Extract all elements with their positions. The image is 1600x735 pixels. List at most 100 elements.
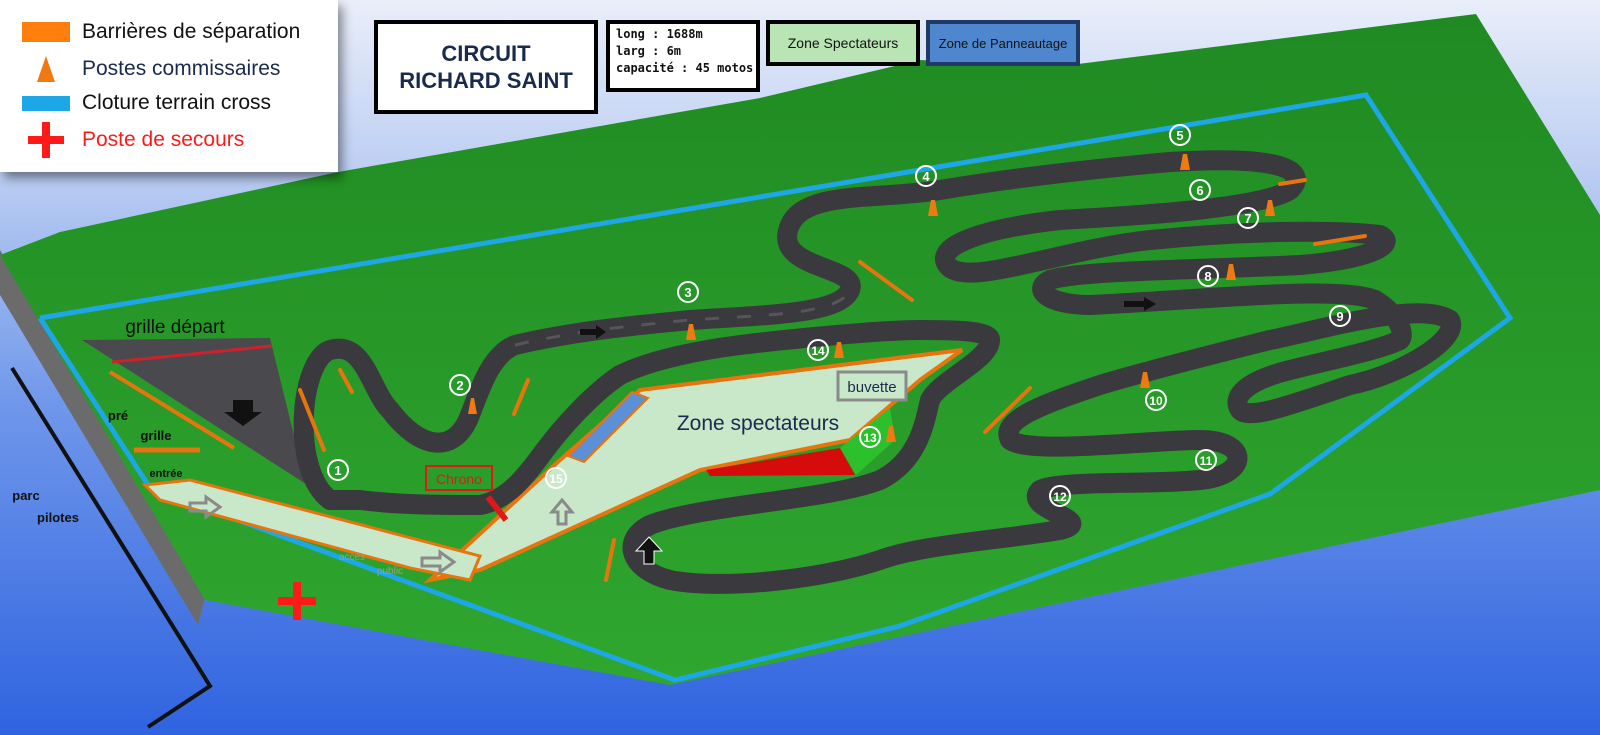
legend-label: Postes commissaires — [82, 57, 281, 80]
legend-item-fence: Cloture terrain cross — [22, 91, 271, 115]
zone-spectateurs-label: Zone spectateurs — [677, 412, 839, 435]
turn-marker: 12 — [1049, 485, 1071, 507]
marshal-post-icon — [468, 398, 477, 414]
turn-marker: 10 — [1145, 389, 1167, 411]
legend-label: Cloture terrain cross — [82, 91, 272, 114]
spec-width: larg : 6m — [616, 44, 682, 58]
marshal-post-icon — [686, 324, 696, 340]
svg-text:8: 8 — [1204, 269, 1211, 284]
start-grid — [82, 338, 306, 484]
circuit-title-line1: CIRCUIT — [441, 41, 531, 66]
arrow-up-icon — [548, 497, 576, 526]
turn-marker: 15 — [545, 467, 567, 489]
zone-panneautage-legend-label: Zone de Panneautage — [938, 35, 1068, 51]
public-label: public — [377, 566, 403, 577]
buvette-label: buvette — [847, 379, 896, 396]
turn-marker: 3 — [677, 281, 699, 303]
arrow-up-icon — [634, 536, 664, 565]
legend-item-marshal-posts: Postes commissaires — [22, 56, 280, 82]
acces-label: accès — [339, 552, 365, 563]
cone-icon — [22, 56, 70, 82]
legend-item-barriers: Barrières de séparation — [22, 20, 300, 44]
pre-label: pré — [108, 408, 128, 423]
grille-depart-label: grille départ — [125, 317, 225, 338]
zone-spectateurs-legend: Zone Spectateurs — [766, 20, 920, 66]
track-main — [293, 150, 1461, 594]
zone-panneautage-legend: Zone de Panneautage — [926, 20, 1080, 66]
spec-capacity: capacité : 45 motos — [616, 61, 754, 75]
svg-text:1: 1 — [334, 463, 341, 478]
legend-label: Barrières de séparation — [82, 20, 301, 43]
buvette-box — [836, 370, 908, 402]
barriers — [298, 178, 1367, 582]
grandstand-red — [706, 448, 855, 476]
marshal-posts — [468, 154, 1275, 442]
arrow-right-icon — [420, 549, 457, 575]
arrow-down-icon — [224, 400, 262, 426]
svg-text:2: 2 — [456, 378, 463, 393]
turn-marker: 1 — [327, 459, 349, 481]
grille-label: grille — [140, 428, 171, 443]
svg-text:9: 9 — [1336, 309, 1343, 324]
first-aid-cross-icon — [278, 582, 316, 620]
turn-marker: 8 — [1197, 265, 1219, 287]
arrow-right-icon — [188, 494, 223, 520]
turn-marker: 11 — [1195, 449, 1217, 471]
parc-pilotes-boundary — [10, 366, 213, 729]
svg-text:7: 7 — [1244, 211, 1251, 226]
grandstand-green — [840, 408, 895, 475]
barrier-swatch — [22, 22, 70, 42]
turn-marker: 7 — [1237, 207, 1259, 229]
turn-marker: 4 — [915, 165, 937, 187]
svg-text:13: 13 — [863, 431, 877, 445]
marshal-post-icon — [886, 426, 896, 442]
turn-marker: 6 — [1189, 179, 1211, 201]
turn-marker: 2 — [449, 374, 471, 396]
legend-panel: Barrières de séparation Postes commissai… — [0, 0, 338, 172]
marshal-post-icon — [1140, 372, 1150, 388]
svg-text:15: 15 — [549, 472, 563, 486]
pilotes-label: pilotes — [37, 510, 79, 525]
zone-spectateurs-legend-label: Zone Spectateurs — [787, 35, 899, 51]
svg-text:12: 12 — [1053, 490, 1067, 504]
red-cross-icon — [22, 122, 70, 158]
svg-text:5: 5 — [1176, 128, 1183, 143]
svg-text:6: 6 — [1196, 183, 1203, 198]
svg-text:4: 4 — [922, 169, 930, 184]
circuit-title-box: CIRCUIT RICHARD SAINT — [374, 20, 598, 114]
svg-text:10: 10 — [1149, 394, 1163, 408]
turn-marker: 14 — [807, 339, 829, 361]
parc-label: parc — [12, 488, 39, 503]
svg-text:14: 14 — [811, 344, 825, 358]
turn-marker: 5 — [1169, 124, 1191, 146]
marshal-post-icon — [834, 342, 844, 358]
marshal-post-icon — [1265, 200, 1275, 216]
marshal-post-icon — [1180, 154, 1190, 170]
public-access-zone — [141, 478, 483, 582]
marshal-post-icon — [928, 200, 938, 216]
fence-swatch — [22, 95, 70, 111]
specs-box: long : 1688m larg : 6m capacité : 45 mot… — [606, 20, 760, 92]
marshal-post-icon — [1226, 264, 1236, 280]
turn-marker: 9 — [1329, 305, 1351, 327]
entree-label: entrée — [149, 468, 182, 480]
start-line — [111, 344, 273, 364]
direction-arrows — [188, 297, 1156, 575]
pre-grid-barrier — [108, 370, 236, 450]
legend-label: Poste de secours — [82, 128, 245, 151]
turn-marker: 13 — [859, 426, 881, 448]
chrono-line — [485, 495, 509, 522]
spec-length: long : 1688m — [616, 27, 703, 41]
chrono-box — [425, 465, 493, 491]
arrow-right-icon — [580, 325, 606, 339]
arrow-right-icon — [1124, 297, 1156, 311]
svg-text:3: 3 — [684, 285, 691, 300]
svg-text:11: 11 — [1200, 454, 1213, 468]
pit-board-zone — [566, 390, 650, 464]
ground-side — [0, 250, 205, 625]
circuit-title-line2: RICHARD SAINT — [399, 68, 573, 93]
legend-item-first-aid: Poste de secours — [22, 122, 244, 158]
chrono-label: Chrono — [436, 471, 482, 487]
turn-markers: 1 2 3 4 5 6 7 8 9 10 11 12 13 14 15 — [327, 124, 1351, 507]
